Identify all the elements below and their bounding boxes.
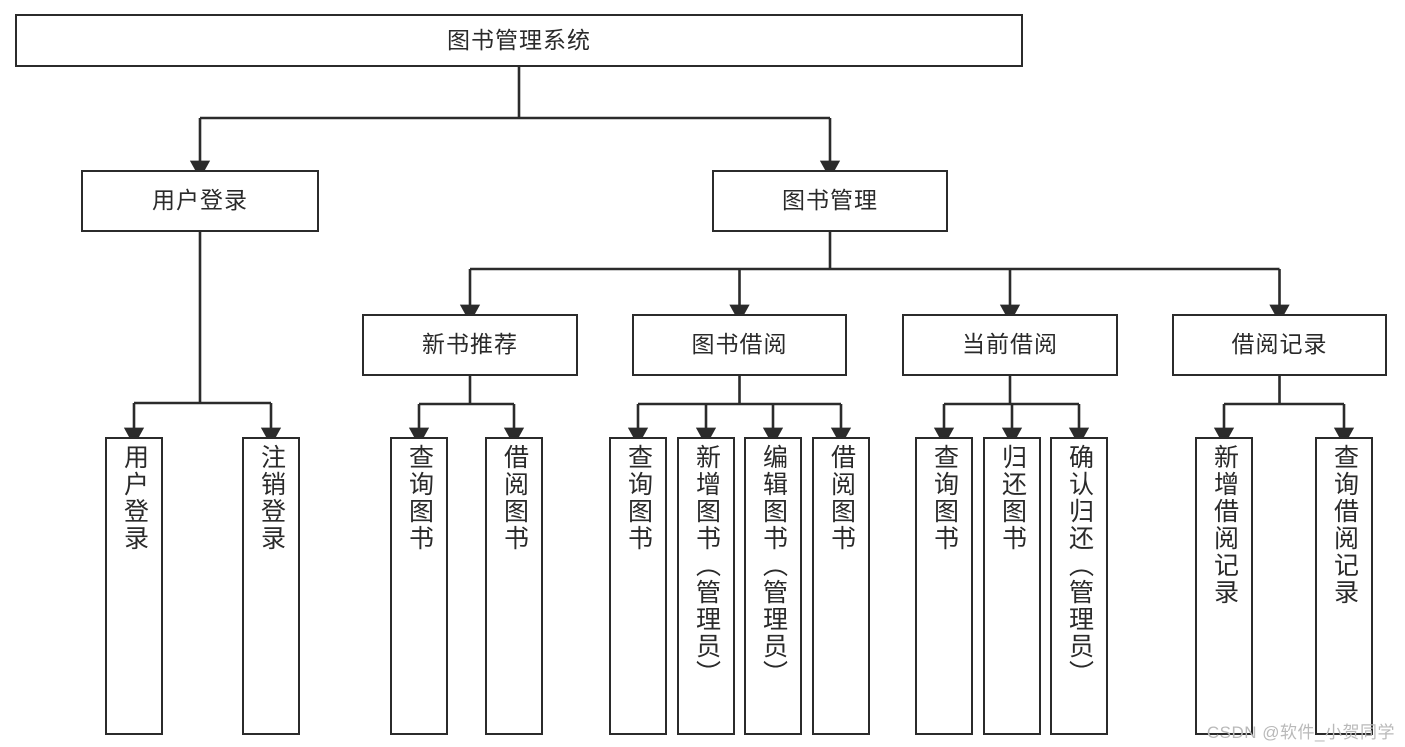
node-label: 编辑图书（管理员） bbox=[759, 444, 788, 687]
node-label: 查询借阅记录 bbox=[1330, 444, 1359, 606]
node-leaf-new-query[interactable]: 查询图书 bbox=[390, 437, 448, 735]
node-leaf-record-add[interactable]: 新增借阅记录 bbox=[1195, 437, 1253, 735]
node-label: 借阅图书 bbox=[827, 444, 856, 552]
node-leaf-record-query[interactable]: 查询借阅记录 bbox=[1315, 437, 1373, 735]
node-label: 查询图书 bbox=[930, 444, 959, 552]
node-label: 归还图书 bbox=[998, 444, 1027, 552]
node-leaf-borrow-query[interactable]: 查询图书 bbox=[609, 437, 667, 735]
node-label: 图书管理 bbox=[782, 187, 878, 214]
node-root[interactable]: 图书管理系统 bbox=[15, 14, 1023, 67]
node-leaf-user-logout[interactable]: 注销登录 bbox=[242, 437, 300, 735]
node-label: 确认归还（管理员） bbox=[1065, 444, 1094, 687]
node-label: 当前借阅 bbox=[962, 331, 1058, 358]
node-bookmgr[interactable]: 图书管理 bbox=[712, 170, 948, 232]
node-leaf-new-borrow[interactable]: 借阅图书 bbox=[485, 437, 543, 735]
node-login[interactable]: 用户登录 bbox=[81, 170, 319, 232]
node-leaf-borrow-edit[interactable]: 编辑图书（管理员） bbox=[744, 437, 802, 735]
node-newrec[interactable]: 新书推荐 bbox=[362, 314, 578, 376]
node-leaf-borrow-lend[interactable]: 借阅图书 bbox=[812, 437, 870, 735]
node-label: 查询图书 bbox=[405, 444, 434, 552]
node-leaf-current-return[interactable]: 归还图书 bbox=[983, 437, 1041, 735]
node-label: 新书推荐 bbox=[422, 331, 518, 358]
node-label: 用户登录 bbox=[120, 444, 149, 552]
node-current[interactable]: 当前借阅 bbox=[902, 314, 1118, 376]
node-leaf-borrow-add[interactable]: 新增图书（管理员） bbox=[677, 437, 735, 735]
node-label: 图书借阅 bbox=[691, 331, 788, 358]
node-records[interactable]: 借阅记录 bbox=[1172, 314, 1387, 376]
node-leaf-user-login[interactable]: 用户登录 bbox=[105, 437, 163, 735]
node-label: 借阅记录 bbox=[1231, 331, 1328, 358]
node-label: 新增借阅记录 bbox=[1210, 444, 1239, 606]
node-leaf-current-confirm[interactable]: 确认归还（管理员） bbox=[1050, 437, 1108, 735]
node-label: 用户登录 bbox=[152, 187, 248, 214]
node-label: 查询图书 bbox=[624, 444, 653, 552]
node-label: 注销登录 bbox=[257, 444, 286, 552]
node-label: 图书管理系统 bbox=[447, 26, 591, 53]
edge-paths bbox=[123, 67, 1355, 446]
node-borrow[interactable]: 图书借阅 bbox=[632, 314, 847, 376]
node-label: 借阅图书 bbox=[500, 444, 529, 552]
node-leaf-current-query[interactable]: 查询图书 bbox=[915, 437, 973, 735]
node-label: 新增图书（管理员） bbox=[692, 444, 721, 687]
